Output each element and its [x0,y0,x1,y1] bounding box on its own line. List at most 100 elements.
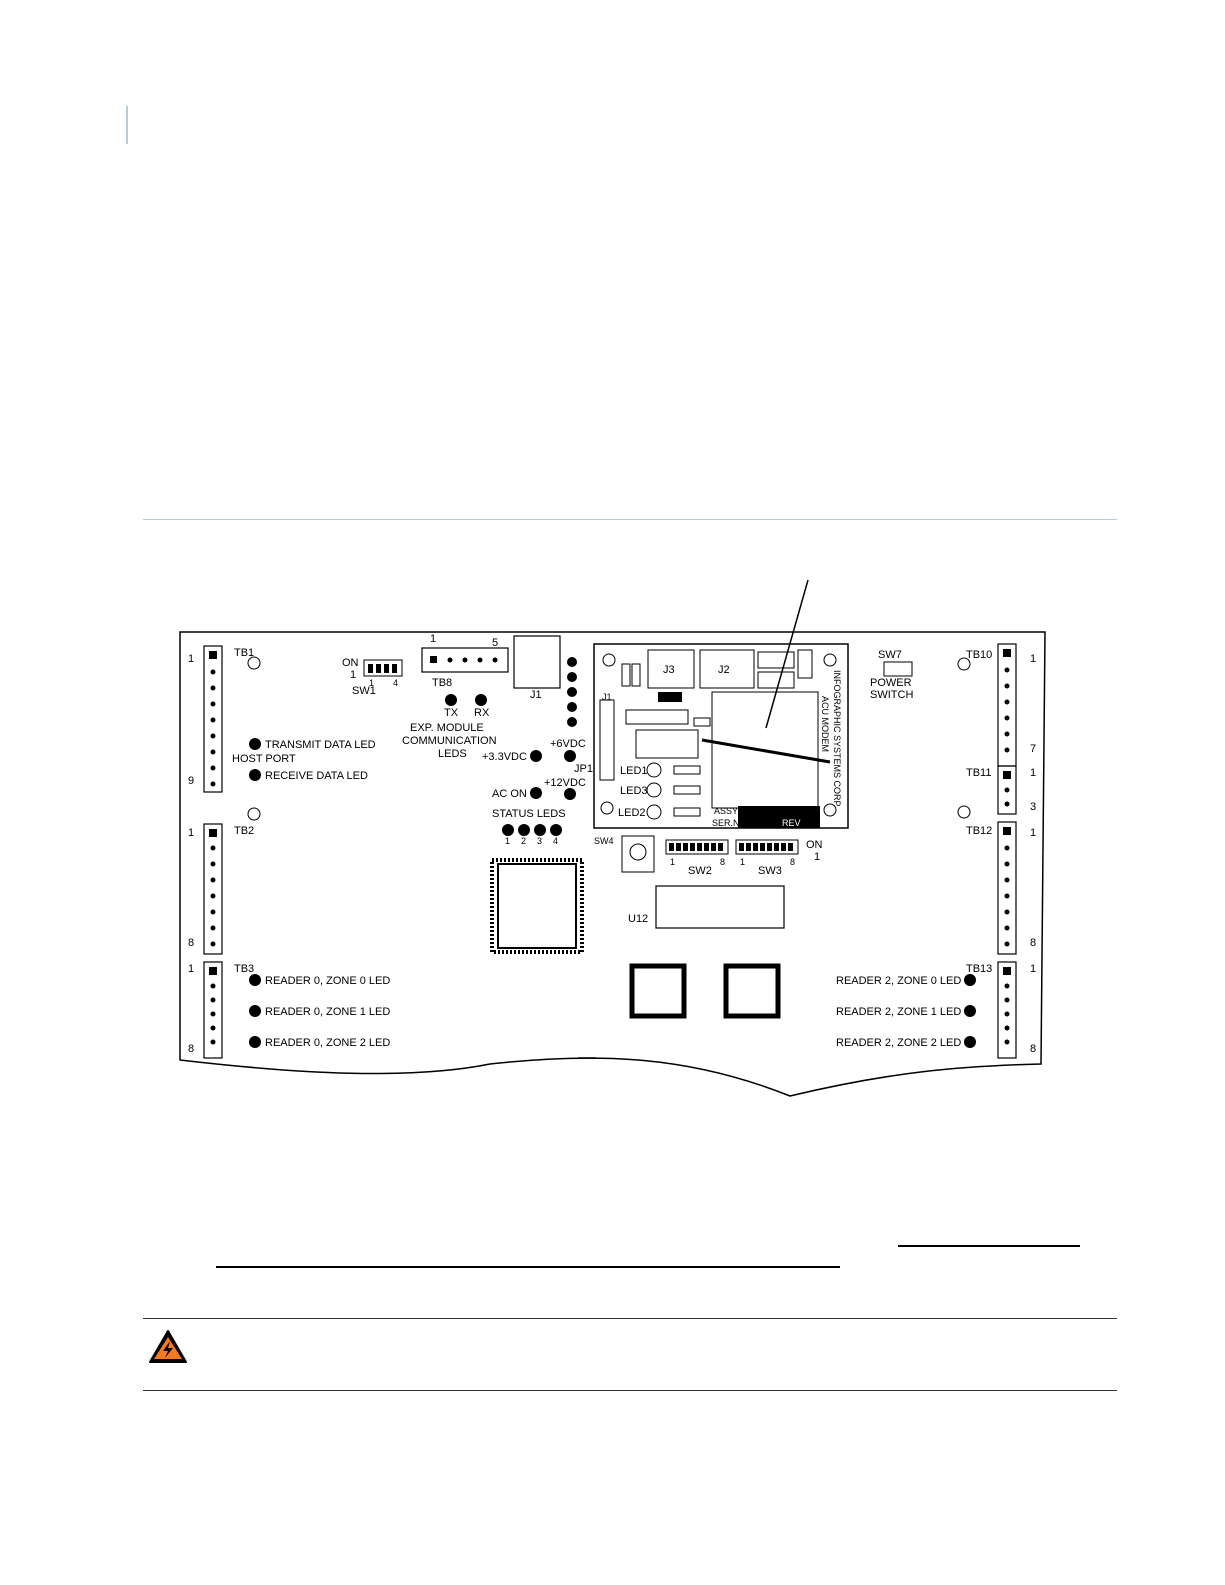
section-divider [143,519,1117,520]
tb10-pin-last: 7 [1030,743,1036,755]
v33-led [530,750,542,762]
exp-module-line2: COMMUNICATION [402,735,497,747]
exp-module-line3: LEDS [438,748,467,760]
sw1-pos-4: 4 [393,678,398,688]
modem-j1: J1 [602,692,612,702]
host-port-label: HOST PORT [232,753,296,765]
sw3-label: SW3 [758,865,782,877]
sw1-on: ON [342,657,359,669]
tb2-label: TB2 [234,825,254,837]
controller-board-diagram: 1 9 TB1 TRANSMIT DATA LED HOST PORT RECE… [179,580,1046,1097]
sw2-1: 1 [670,857,675,867]
tb13-pin-first: 1 [1030,963,1036,975]
reader0-zone1-led [249,1005,261,1017]
sw1-1: 1 [350,669,356,681]
tb1-label: TB1 [234,647,254,659]
j1-label: J1 [530,689,542,701]
terminal-tb13: TB13 1 8 [966,961,1036,1059]
modem-ser-no: SER.NO [712,818,747,828]
sw1-pos-1: 1 [369,678,374,688]
tb3-pin-first: 1 [188,963,194,975]
v12-label: +12VDC [544,777,586,789]
modem-indicator-leds [567,657,577,727]
modem-vertical-2: INFOGRAPHIC SYSTEMS CORP [832,670,842,807]
tx-led [445,694,457,706]
reader2-zone2-label: READER 2, ZONE 2 LED [836,1037,961,1049]
power-switch [883,661,913,677]
sw3-8: 8 [790,857,795,867]
sw7-label: SW7 [878,649,902,661]
tb10-label: TB10 [966,649,992,661]
margin-bar [126,106,128,144]
status-leds [502,824,562,836]
dip-switch-sw3: 1 8 SW3 ON 1 [735,839,823,877]
reader0-zone2-label: READER 0, ZONE 2 LED [265,1037,390,1049]
status-leds-label: STATUS LEDS [492,808,566,820]
tb13-label: TB13 [966,963,992,975]
reader2-zone1-led [964,1005,976,1017]
reader0-zone2-led [249,1036,261,1048]
tb12-label: TB12 [966,825,992,837]
tx-label: TX [444,707,459,719]
modem-led1: LED1 [620,765,648,777]
tb8-pin-first: 1 [430,633,436,645]
terminal-tb2: TB2 1 8 [188,807,261,955]
lower-chip-left [629,963,687,1019]
modem-rev: REV [782,818,801,828]
modem-module: J3 J2 J1 LED1 LED3 LED2 ASSY SER.NO REV … [593,643,849,829]
modem-vertical-1: ACU MODEM [820,696,830,752]
dip-switch-sw2: 1 8 SW2 [665,839,729,877]
transmit-led [249,738,261,750]
terminal-tb10: TB10 1 7 [957,643,1036,767]
reader2-zone0-label: READER 2, ZONE 0 LED [836,975,961,987]
power-label-2: SWITCH [870,689,913,701]
link-underline-2[interactable] [216,1266,840,1268]
cpu-chip [490,858,584,954]
tb11-pin-first: 1 [1030,767,1036,779]
receive-led-label: RECEIVE DATA LED [265,770,368,782]
modem-j3: J3 [663,664,675,676]
reader0-zone0-label: READER 0, ZONE 0 LED [265,975,390,987]
sw2-8: 8 [720,857,725,867]
rx-led [475,694,487,706]
sw-on-1: 1 [814,851,820,863]
j1-connector [513,635,561,689]
terminal-tb1: 1 9 TB1 [188,645,261,793]
sw-on: ON [806,839,823,851]
sw4-label: SW4 [594,836,614,846]
tb11-label: TB11 [966,767,991,779]
terminal-tb12: TB12 1 8 [966,821,1036,955]
tb12-pin-first: 1 [1030,827,1036,839]
v33-label: +3.3VDC [482,751,527,763]
status-led-3: 3 [537,836,542,846]
reader0-zone1-label: READER 0, ZONE 1 LED [265,1006,390,1018]
modem-callout-line [765,580,809,729]
modem-led3: LED3 [620,785,648,797]
warning-bottom-rule [143,1390,1117,1391]
tb10-pin-first: 1 [1030,653,1036,665]
tb11-pin-last: 3 [1030,801,1036,813]
jp1-label: JP1 [574,763,593,775]
tb3-pin-last: 8 [188,1043,194,1055]
sw1-label: SW1 [352,685,376,697]
reader0-zone0-led [249,974,261,986]
v12-led [564,788,576,800]
reader2-zone2-led [964,1036,976,1048]
status-led-1: 1 [505,836,510,846]
u12-label: U12 [628,913,648,925]
tb3-label: TB3 [234,963,254,975]
status-led-2: 2 [521,836,526,846]
sw2-label: SW2 [688,865,712,877]
terminal-tb3: 1 8 TB3 [188,961,254,1059]
tb2-pin-first: 1 [188,827,194,839]
v6-led [564,750,576,762]
tb1-pin-first: 1 [188,653,194,665]
dip-switch-sw1: ON 1 1 4 SW1 [342,657,403,697]
rx-label: RX [474,707,490,719]
board-outline [179,631,1046,1097]
tb12-pin-last: 8 [1030,937,1036,949]
reader2-zone1-label: READER 2, ZONE 1 LED [836,1006,961,1018]
ac-on-label: AC ON [492,788,527,800]
reader2-zone0-led [964,974,976,986]
link-underline-1[interactable] [898,1245,1080,1247]
